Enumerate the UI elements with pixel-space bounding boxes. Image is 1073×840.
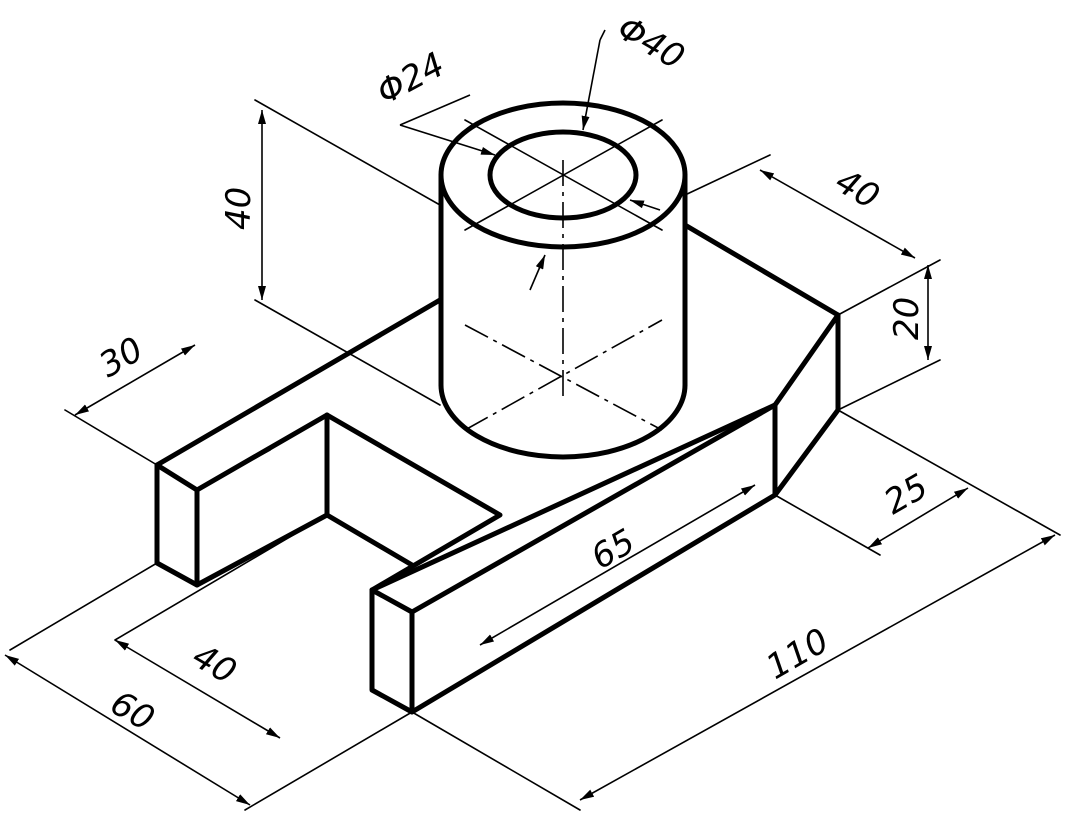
arm-bottom-edge (409, 492, 778, 715)
label-right-height: 20 (887, 297, 927, 340)
base-top-back-edge (154, 297, 443, 468)
arm-top-edge (369, 402, 778, 593)
label-top-width: 40 (829, 161, 886, 217)
label-dia-outer: Φ40 (611, 8, 692, 78)
label-total-width: 60 (104, 683, 161, 739)
right-chamfer-edge (772, 312, 841, 408)
label-left-block: 30 (93, 330, 150, 386)
label-right-depth: 25 (878, 467, 935, 523)
left-block (154, 462, 200, 588)
center-lines (464, 119, 663, 431)
slot-outline (194, 412, 503, 593)
dimension-lines (4, 29, 1056, 806)
slot-floor-edge (194, 512, 330, 588)
extension-lines (9, 99, 1061, 811)
arm-front-bottom (409, 402, 778, 615)
right-end-edge (772, 312, 841, 498)
label-dia-inner: Φ24 (370, 45, 451, 113)
part-outline (154, 100, 841, 715)
label-arm-length: 65 (585, 522, 642, 578)
base-top-right-edge (682, 222, 841, 318)
dimension-labels: Φ40 Φ24 40 40 20 25 65 110 30 40 60 (93, 8, 935, 739)
label-cylinder-height: 40 (219, 187, 259, 230)
label-slot-depth: 40 (186, 636, 243, 692)
arm-end-face (369, 587, 415, 715)
cylinder-bottom-arc (438, 382, 688, 460)
